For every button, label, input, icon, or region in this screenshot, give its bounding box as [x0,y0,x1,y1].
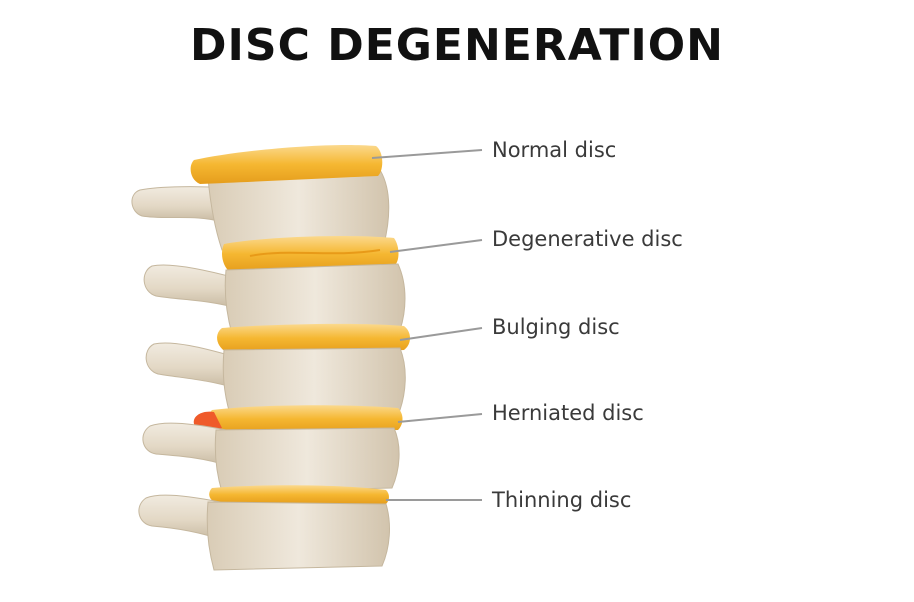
label-thinning-disc: Thinning disc [492,488,632,512]
vertebral-body-3 [222,347,406,415]
leader-line-bulging [399,327,483,341]
spinous-process-2 [143,264,237,309]
vertebral-body-2 [224,263,406,335]
normal-disc-shape [190,144,383,184]
label-herniated-disc: Herniated disc [492,401,644,425]
vertebra-5 [138,494,390,571]
vertebral-body-4 [214,427,400,493]
vertebra-3 [145,342,406,415]
label-bulging-disc: Bulging disc [492,315,620,339]
vertebra-2 [143,263,406,335]
degenerative-disc-shape [222,236,399,272]
spinous-process-5 [138,494,223,541]
leader-line-normal [371,149,483,159]
spinous-process-4 [142,422,229,467]
vertebra-4 [142,422,400,493]
spinous-process-3 [145,342,235,389]
label-normal-disc: Normal disc [492,138,617,162]
vertebral-body-5 [206,501,390,571]
diagram-title: DISC DEGENERATION [190,20,724,71]
thinning-disc-shape [209,485,389,504]
spinous-process-1 [131,186,231,223]
bulging-disc-shape [217,323,410,353]
vertebra-1 [131,169,390,251]
label-degenerative-disc: Degenerative disc [492,227,683,251]
leader-line-herniated [397,413,483,423]
herniated-disc-shape [207,405,403,433]
leader-line-degenerative [389,239,483,253]
